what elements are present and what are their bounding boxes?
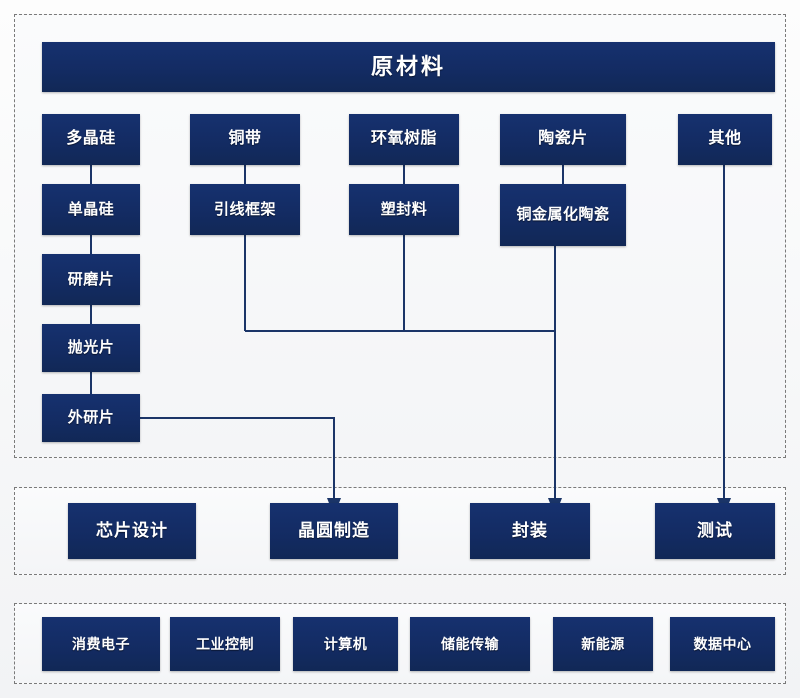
- process-step-packaging[interactable]: 封装: [470, 503, 590, 559]
- node-paoguangpian[interactable]: 抛光片: [42, 324, 140, 372]
- application-data-center[interactable]: 数据中心: [670, 617, 775, 671]
- node-yinxiankuangjia[interactable]: 引线框架: [190, 184, 300, 235]
- application-consumer-electronics[interactable]: 消费电子: [42, 617, 160, 671]
- application-energy-storage-transmission[interactable]: 储能传输: [410, 617, 530, 671]
- node-danjinggui[interactable]: 单晶硅: [42, 184, 140, 235]
- application-new-energy[interactable]: 新能源: [553, 617, 653, 671]
- node-tongdai[interactable]: 铜带: [190, 114, 300, 165]
- node-waiyanpian[interactable]: 外研片: [42, 394, 140, 442]
- raw-materials-title-bar: 原材料: [42, 42, 775, 92]
- node-huanyangshuzhi[interactable]: 环氧树脂: [349, 114, 459, 165]
- node-duojinggui[interactable]: 多晶硅: [42, 114, 140, 165]
- node-yanmopian[interactable]: 研磨片: [42, 254, 140, 305]
- node-taocipian[interactable]: 陶瓷片: [500, 114, 626, 165]
- process-step-chip-design[interactable]: 芯片设计: [68, 503, 196, 559]
- node-qita[interactable]: 其他: [678, 114, 772, 165]
- node-tongjinshuhuataoci[interactable]: 铜金属化陶瓷: [500, 184, 626, 246]
- application-industrial-control[interactable]: 工业控制: [170, 617, 280, 671]
- node-sufengliao[interactable]: 塑封料: [349, 184, 459, 235]
- application-computer[interactable]: 计算机: [293, 617, 398, 671]
- process-step-wafer-fabrication[interactable]: 晶圆制造: [270, 503, 398, 559]
- process-step-testing[interactable]: 测试: [655, 503, 775, 559]
